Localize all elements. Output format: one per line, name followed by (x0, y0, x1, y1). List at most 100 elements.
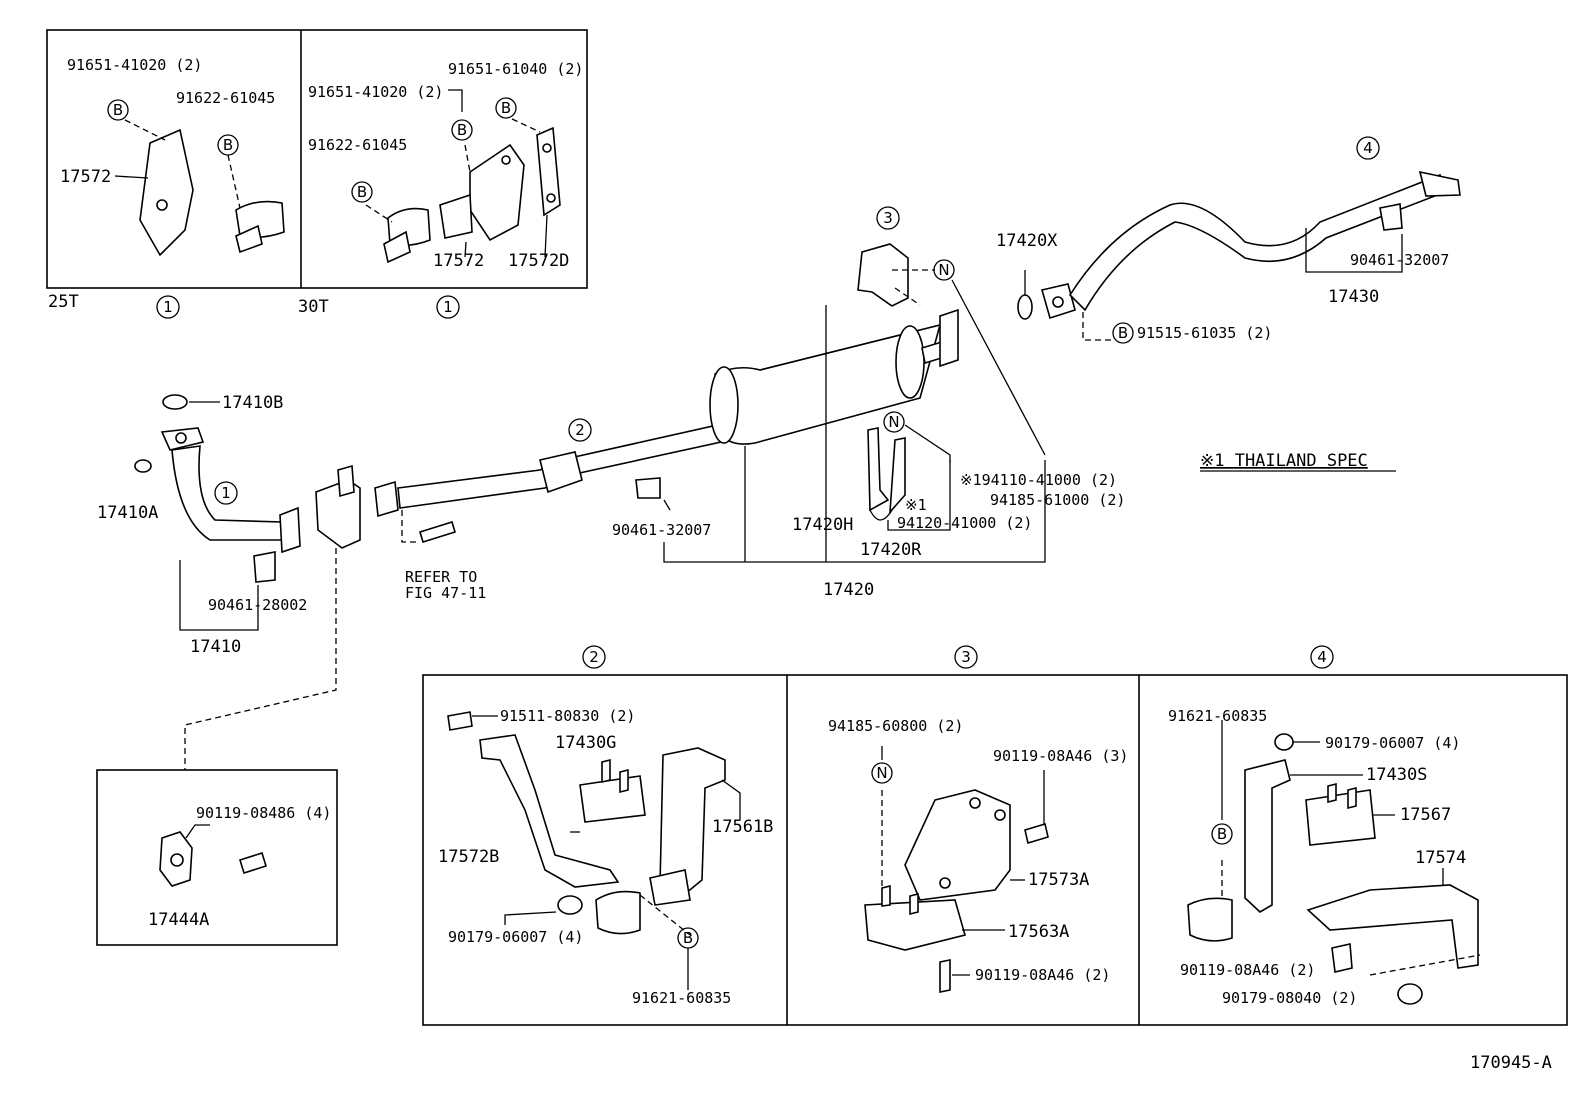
clamp-hanger-2 (595, 890, 641, 935)
svg-text:3: 3 (961, 648, 971, 666)
label-thailand-spec: ※1 THAILAND SPEC (1200, 451, 1368, 471)
svg-text:B: B (1217, 825, 1227, 843)
label-17430S: 17430S (1366, 765, 1427, 785)
label-90461-32007-a: 90461-32007 (612, 521, 711, 539)
label-17420R: 17420R (860, 540, 922, 560)
frame-bracket-variants (46, 29, 588, 289)
label-90461-28002: 90461-28002 (208, 596, 307, 614)
svg-text:B: B (113, 101, 123, 119)
label-17420H: 17420H (792, 515, 853, 535)
svg-text:N: N (888, 413, 899, 431)
detail-30T (365, 89, 561, 264)
bolt-91511 (447, 711, 473, 731)
svg-text:1: 1 (443, 298, 453, 316)
frame-hangers (422, 674, 1568, 1026)
nut-17410A (134, 459, 152, 473)
clamp-90461-32007-b (1379, 203, 1403, 231)
svg-text:N: N (938, 261, 949, 279)
gasket-17410B (162, 394, 188, 410)
hanger-2-detail (447, 711, 741, 990)
pipe-joint (539, 451, 583, 494)
marker-B-2: B (217, 134, 239, 156)
svg-text:2: 2 (575, 421, 585, 439)
svg-text:1: 1 (163, 298, 173, 316)
frame-17444A (96, 769, 338, 946)
marker-B-8: B (1211, 823, 1233, 845)
fastener-markers: B B B B B N N B B N B (107, 97, 1233, 949)
label-90461-32007-b: 90461-32007 (1350, 251, 1449, 269)
callout-2-box: 2 (582, 645, 606, 669)
svg-text:3: 3 (883, 209, 893, 227)
clamp-90461-28002 (253, 551, 276, 583)
label-91515-61035: 91515-61035 (2) (1137, 324, 1272, 342)
label-91651-41020-a: 91651-41020 (2) (67, 56, 202, 74)
svg-text:B: B (223, 136, 233, 154)
svg-text:B: B (357, 183, 367, 201)
u-bolt-left (867, 427, 890, 512)
clamp-hanger-4 (1187, 897, 1233, 942)
callout-1-25T: 1 (156, 295, 180, 319)
callout-3-box: 3 (954, 645, 978, 669)
part-labels: 91651-41020 (2) 91622-61045 17572 91651-… (48, 56, 1552, 1073)
label-17572-b: 17572 (433, 251, 484, 271)
bolt-90119-08A46-3 (1024, 822, 1049, 845)
nut-90179-06007-b (1274, 733, 1294, 751)
marker-B-7: B (677, 927, 699, 949)
label-17563A: 17563A (1008, 922, 1069, 942)
callout-3-top: 3 (876, 206, 900, 230)
bolt-refer (419, 520, 456, 544)
label-refer-1: REFER TO (405, 568, 477, 586)
label-90179-06007-a: 90179-06007 (4) (448, 928, 583, 946)
callout-1-front: 1 (214, 481, 238, 505)
svg-text:B: B (457, 121, 467, 139)
hanger-3-detail (864, 746, 1049, 993)
label-17410: 17410 (190, 637, 241, 657)
label-17444A: 17444A (148, 910, 209, 930)
detail-17444A (159, 824, 267, 887)
marker-B-3: B (451, 119, 473, 141)
label-30T: 30T (298, 297, 329, 317)
hanger-3-top (857, 243, 1046, 521)
label-90119-08A46-2a: 90119-08A46 (2) (975, 966, 1110, 984)
label-17567: 17567 (1400, 805, 1451, 825)
bracket-17572-30T (469, 143, 525, 242)
bracket-17572B (479, 734, 620, 888)
label-91621-60835-a: 91621-60835 (632, 989, 731, 1007)
label-91621-60835-b: 91621-60835 (1168, 707, 1267, 725)
u-bolt-right (889, 437, 906, 515)
hanger-17430S (1244, 759, 1291, 913)
label-17572-a: 17572 (60, 167, 111, 187)
label-90119-08A46-2b: 90119-08A46 (2) (1180, 961, 1315, 979)
center-pipe-muffler (374, 305, 1046, 563)
label-91622-61045-b: 91622-61045 (308, 136, 407, 154)
marker-B-5: B (351, 181, 373, 203)
gasket-17420X (1017, 294, 1033, 320)
flange-center (374, 480, 399, 518)
bolt-90119-08A46-2b (1331, 943, 1353, 973)
bolt-90119-08A46-2 (939, 959, 951, 993)
bolt-90119-08486 (239, 851, 267, 875)
front-pipe-assembly (134, 394, 361, 770)
label-17430: 17430 (1328, 287, 1379, 307)
label-91622-61045-a: 91622-61045 (176, 89, 275, 107)
label-90179-08040: 90179-08040 (2) (1222, 989, 1357, 1007)
svg-text:N: N (876, 764, 887, 782)
label-91651-61040: 91651-61040 (2) (448, 60, 583, 78)
label-90119-08A46-3: 90119-08A46 (3) (993, 747, 1128, 765)
bracket-17573A (904, 789, 1011, 901)
label-17573A: 17573A (1028, 870, 1089, 890)
label-94120-41000: 94120-41000 (2) (897, 514, 1032, 532)
nut-90179-08040 (1397, 983, 1423, 1005)
detail-frames (46, 29, 1568, 1026)
marker-N-2: N (883, 411, 905, 433)
label-94185-61000: 94185-61000 (2) (990, 491, 1125, 509)
callout-4-top: 4 (1356, 136, 1380, 160)
svg-text:B: B (683, 929, 693, 947)
nut-90179-06007-a (557, 895, 583, 915)
label-94185-60800: 94185-60800 (2) (828, 717, 963, 735)
pipe-17430 (1068, 173, 1446, 312)
label-star1: ※1 (905, 496, 927, 514)
label-90179-06007-b: 90179-06007 (4) (1325, 734, 1460, 752)
label-17410B: 17410B (222, 393, 283, 413)
